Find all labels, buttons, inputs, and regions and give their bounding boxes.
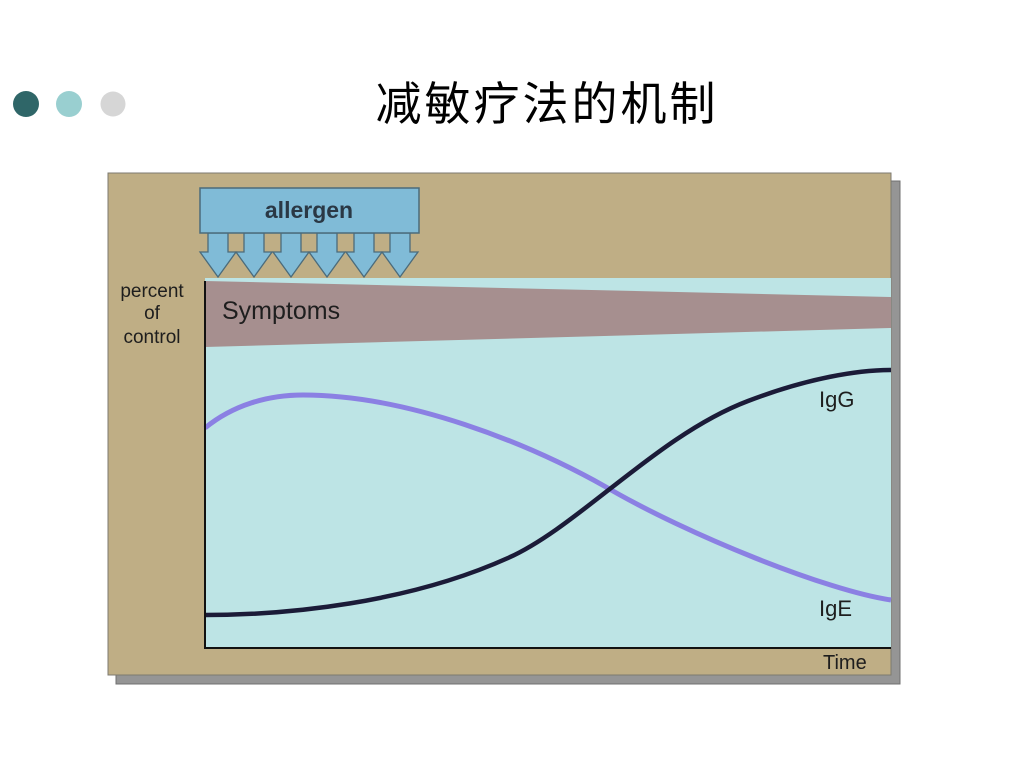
x-axis-label: Time bbox=[823, 652, 867, 674]
slide-title: 减敏疗法的机制 bbox=[375, 77, 719, 131]
gray-dot-icon bbox=[100, 91, 126, 117]
allergen-arrow bbox=[271, 232, 311, 279]
ige-label: IgE bbox=[819, 596, 852, 621]
ige-curve bbox=[203, 392, 892, 603]
allergen-arrow bbox=[234, 232, 274, 279]
figure: allergen Symptoms percent of control IgG… bbox=[107, 172, 901, 685]
symptoms-label: Symptoms bbox=[222, 297, 340, 325]
allergen-arrows bbox=[198, 232, 420, 279]
symptoms-band bbox=[205, 281, 891, 347]
allergen-arrow bbox=[198, 232, 238, 279]
allergen-label: allergen bbox=[265, 197, 353, 223]
teal-dot-icon bbox=[56, 91, 82, 117]
igg-label: IgG bbox=[819, 387, 854, 412]
allergen-arrow bbox=[380, 232, 420, 279]
igg-curve bbox=[204, 367, 892, 618]
allergen-arrow bbox=[307, 232, 347, 279]
y-axis-label-line-1: percent bbox=[120, 281, 184, 302]
y-axis-label-line-3: control bbox=[123, 327, 180, 348]
dark-dot-icon bbox=[13, 91, 39, 117]
y-axis-label-line-2: of bbox=[144, 303, 161, 324]
allergen-box bbox=[199, 187, 420, 234]
allergen-arrow bbox=[344, 232, 384, 279]
